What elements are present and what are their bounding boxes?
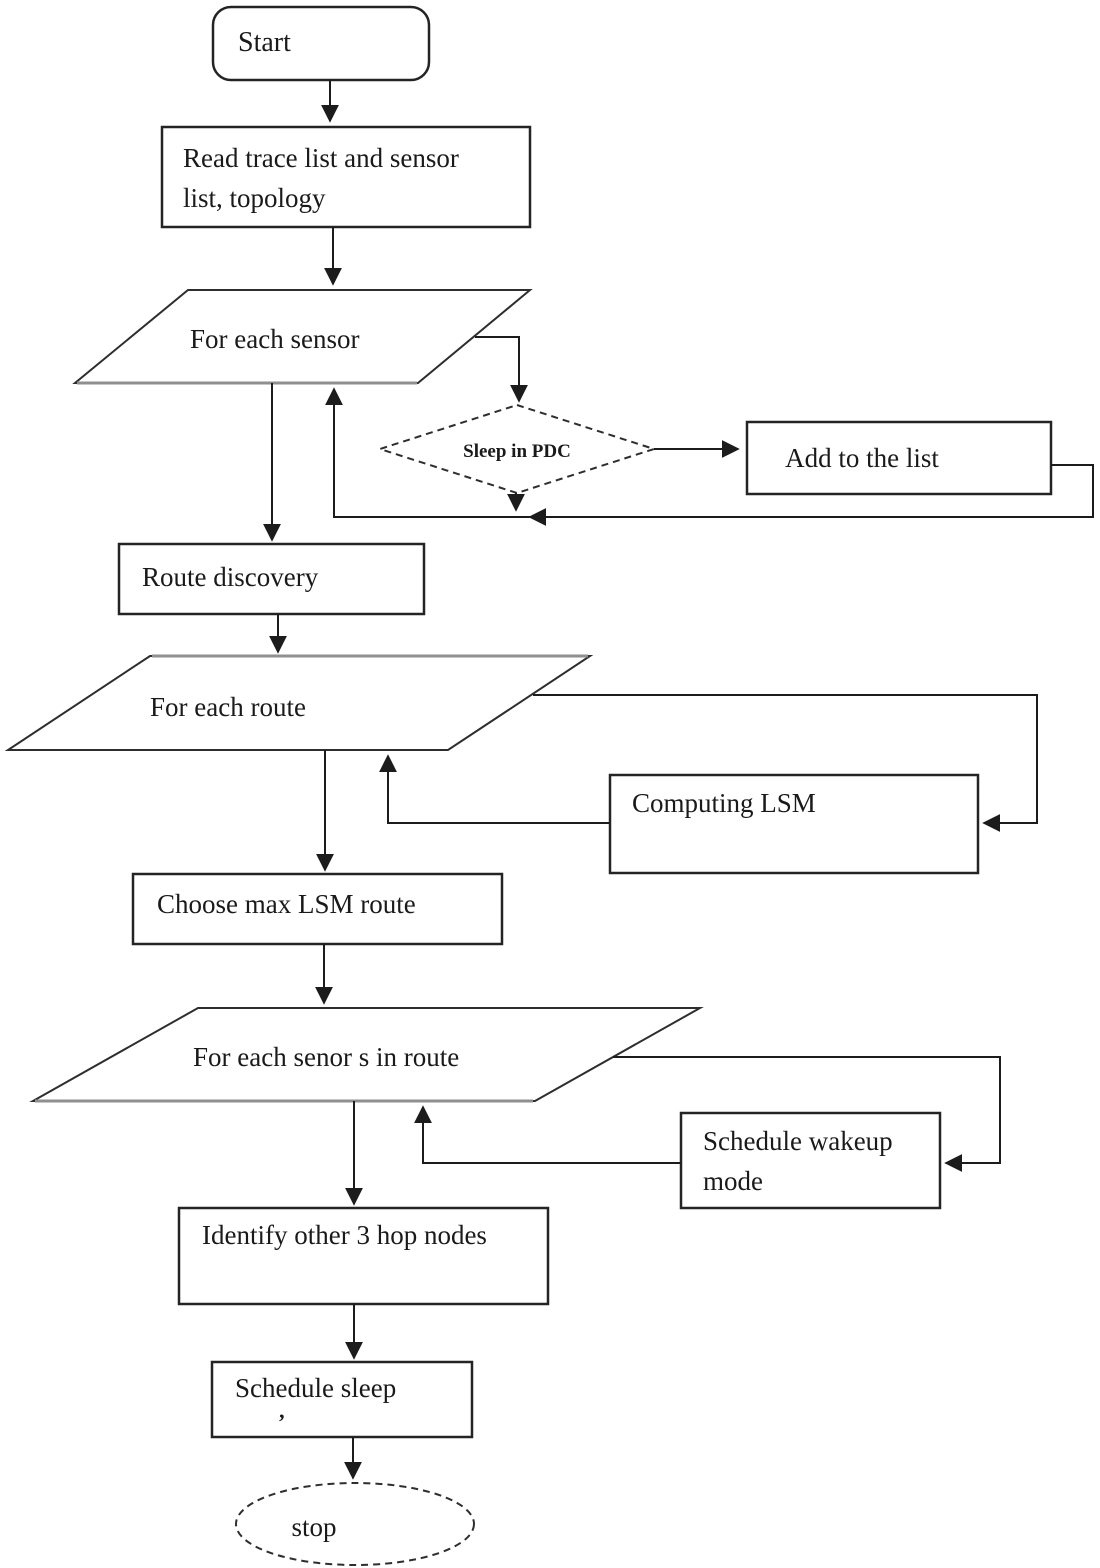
node-for-each-route: For each route (4, 654, 594, 751)
loop-junction-to-sensor (325, 387, 530, 518)
node-for-each-sensor: For each sensor (72, 289, 533, 385)
node-schedule-sleep: Schedule sleep ’ (210, 1360, 474, 1439)
node-for-each-sensor-label: For each sensor (190, 324, 359, 354)
arrow-sensor-to-decision (475, 336, 528, 403)
node-sleep-in-pdc: Sleep in PDC (376, 403, 658, 495)
arrow-wakeup-to-senor (414, 1105, 681, 1164)
node-identify-nodes: Identify other 3 hop nodes (177, 1206, 550, 1306)
node-choose-max: Choose max LSM route (131, 872, 504, 946)
node-stop: stop (235, 1482, 475, 1566)
node-add-to-list: Add to the list (745, 420, 1053, 496)
arrow-senor-to-wakeup (613, 1056, 1001, 1172)
node-schedule-sleep-line1: Schedule sleep (235, 1373, 396, 1403)
node-for-each-route-label: For each route (150, 692, 306, 722)
node-identify-nodes-label: Identify other 3 hop nodes (202, 1220, 487, 1250)
loop-add-to-junction (528, 464, 1094, 526)
node-schedule-wakeup-line2: mode (703, 1166, 763, 1196)
node-read: Read trace list and sensor list, topolog… (160, 125, 532, 229)
node-schedule-sleep-line2: ’ (278, 1409, 285, 1434)
node-start-label: Start (238, 27, 291, 58)
node-sleep-in-pdc-label: Sleep in PDC (463, 441, 571, 462)
node-for-each-senor: For each senor s in route (29, 1007, 704, 1103)
node-read-line2: list, topology (183, 183, 326, 213)
node-computing-lsm: Computing LSM (608, 773, 980, 875)
node-schedule-wakeup: Schedule wakeup mode (679, 1111, 942, 1210)
node-schedule-wakeup-line1: Schedule wakeup (703, 1126, 893, 1156)
arrow-route-to-computing (533, 694, 1038, 832)
node-read-line1: Read trace list and sensor (183, 143, 459, 173)
node-route-discovery: Route discovery (117, 542, 426, 616)
node-choose-max-label: Choose max LSM route (157, 889, 416, 919)
node-start: Start (211, 5, 431, 82)
node-route-discovery-label: Route discovery (142, 562, 319, 592)
node-for-each-senor-label: For each senor s in route (193, 1042, 459, 1072)
node-computing-lsm-label: Computing LSM (632, 788, 816, 818)
node-add-to-list-label: Add to the list (785, 443, 939, 473)
node-stop-label: stop (291, 1512, 336, 1542)
arrow-computing-to-route (379, 754, 610, 824)
